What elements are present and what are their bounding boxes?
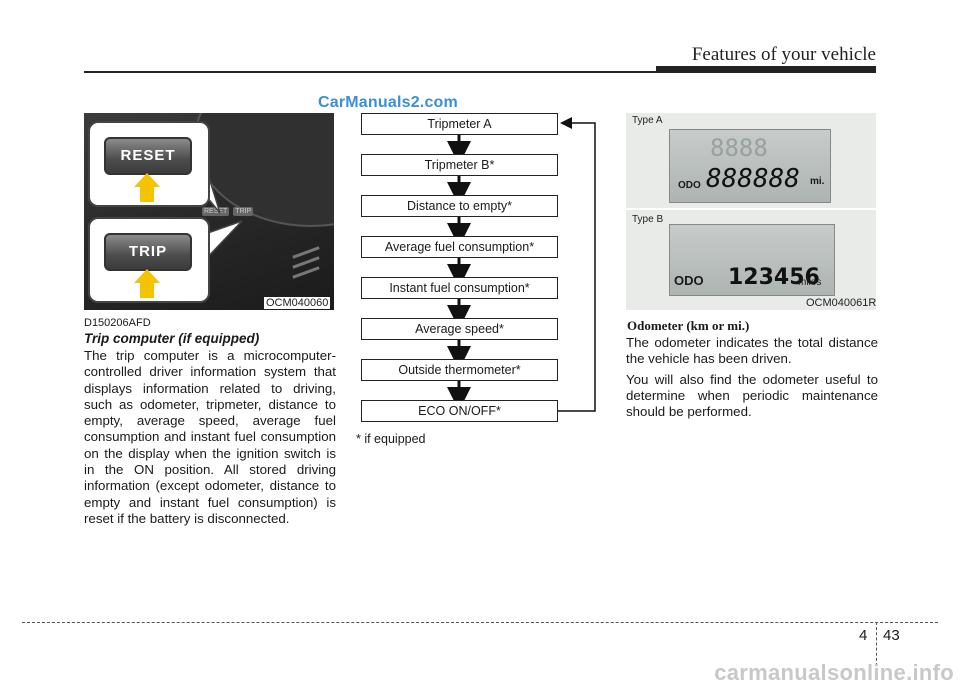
up-arrow-stem <box>140 186 154 202</box>
page-number: 43 <box>883 627 900 644</box>
type-b-lcd: ODO 123456 miles <box>669 224 835 296</box>
header-rule-accent <box>656 66 876 73</box>
section-title: Features of your vehicle <box>691 44 876 65</box>
type-b-panel: Type B ODO 123456 miles <box>626 210 876 310</box>
odometer-para-2: You will also find the odometer useful t… <box>626 371 878 420</box>
dashboard-photo: RESET TRIP RESET TRIP <box>84 113 334 310</box>
type-b-digits: 123456 <box>728 265 820 290</box>
trip-computer-body: The trip computer is a microcomputer-con… <box>84 348 336 526</box>
watermark-top: CarManuals2.com <box>318 94 458 111</box>
mini-buttons: RESET TRIP <box>202 207 254 216</box>
flow-footnote: * if equipped <box>356 432 426 446</box>
odometer-body: The odometer indicates the total distanc… <box>626 335 878 420</box>
footer-rule <box>22 622 938 623</box>
mini-reset-label: RESET <box>202 207 230 216</box>
type-a-odo: ODO <box>678 180 701 191</box>
mini-trip-label: TRIP <box>233 207 254 216</box>
section-code: D150206AFD <box>84 317 151 329</box>
type-a-label: Type A <box>632 115 663 126</box>
flow-item-average-fuel: Average fuel consumption* <box>361 236 558 258</box>
type-b-label: Type B <box>632 214 664 225</box>
flow-item-average-speed: Average speed* <box>361 318 558 340</box>
up-arrow-icon <box>134 269 160 283</box>
reset-button: RESET <box>104 137 192 175</box>
footer-divider <box>876 622 877 666</box>
chapter-number: 4 <box>859 627 868 644</box>
type-a-lcd: 8888 ODO 888888 mi. <box>669 129 831 203</box>
flow-item-instant-fuel: Instant fuel consumption* <box>361 277 558 299</box>
reset-callout: RESET <box>88 121 210 207</box>
odometer-heading: Odometer (km or mi.) <box>627 318 750 333</box>
flow-item-outside-thermometer: Outside thermometer* <box>361 359 558 381</box>
odometer-para-1: The odometer indicates the total distanc… <box>626 335 878 367</box>
trip-computer-heading: Trip computer (if equipped) <box>84 331 260 346</box>
type-a-unit: mi. <box>810 176 825 187</box>
display-code: OCM040061R <box>806 297 877 309</box>
trip-callout: TRIP <box>88 217 210 303</box>
flow-arrows <box>447 117 596 412</box>
flow-item-eco: ECO ON/OFF* <box>361 400 558 422</box>
photo-code: OCM040060 <box>264 297 331 309</box>
type-b-odo: ODO <box>674 273 704 288</box>
type-a-panel: Type A 8888 ODO 888888 mi. <box>626 113 876 208</box>
header-rule <box>84 71 656 73</box>
type-a-digits: 888888 <box>706 164 800 194</box>
flow-item-tripmeter-b: Tripmeter B* <box>361 154 558 176</box>
up-arrow-icon <box>134 173 160 187</box>
type-b-unit: miles <box>798 277 822 288</box>
up-arrow-stem <box>140 282 154 298</box>
watermark-bottom: carmanualsonline.info <box>714 660 954 685</box>
trip-button: TRIP <box>104 233 192 271</box>
flow-item-distance-to-empty: Distance to empty* <box>361 195 558 217</box>
flow-item-tripmeter-a: Tripmeter A <box>361 113 558 135</box>
ghost-segments: 8888 <box>710 134 768 162</box>
